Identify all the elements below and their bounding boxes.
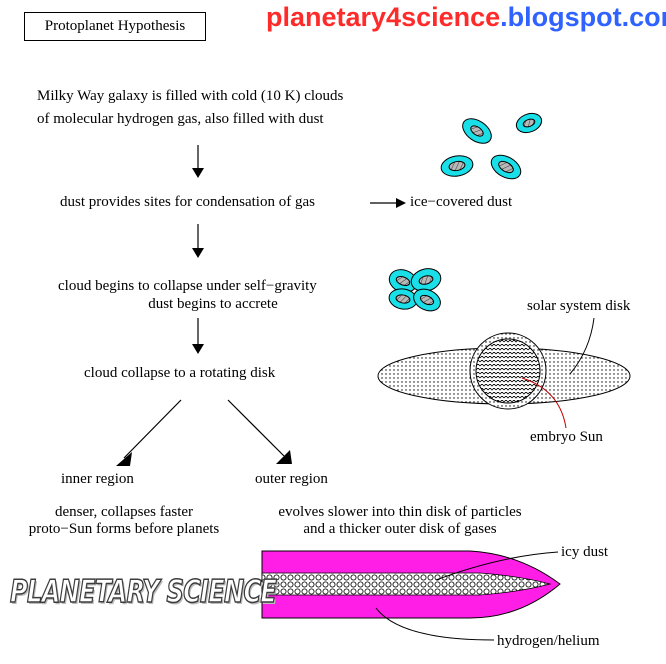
arrowhead-ice bbox=[396, 198, 406, 208]
leader-embryo-sun bbox=[521, 377, 567, 429]
label-hydrogen-helium: hydrogen/helium bbox=[497, 633, 600, 649]
step1-line2: of molecular hydrogen gas, also filled w… bbox=[37, 111, 324, 127]
arrowhead-outer bbox=[276, 450, 292, 464]
edge-on-disk-figure bbox=[261, 550, 561, 641]
arrowhead-step2 bbox=[192, 168, 204, 178]
flow-arrows bbox=[116, 145, 406, 466]
arrowhead-inner bbox=[116, 452, 132, 466]
embryo-sun bbox=[475, 338, 541, 404]
blog-url: planetary4science.blogspot.com bbox=[266, 0, 666, 34]
title-text: Protoplanet Hypothesis bbox=[44, 18, 186, 34]
label-icy-dust: icy dust bbox=[561, 544, 609, 560]
step4-text: cloud collapse to a rotating disk bbox=[84, 365, 276, 381]
label-embryo-sun: embryo Sun bbox=[530, 429, 603, 445]
accreting-dust-cluster bbox=[388, 268, 442, 312]
inner-region-line2: proto−Sun forms before planets bbox=[28, 521, 220, 537]
leader-hydrogen-helium bbox=[375, 607, 495, 641]
arrowhead-step3 bbox=[192, 248, 204, 258]
inner-region-line1: denser, collapses faster bbox=[54, 504, 194, 520]
blog-suffix: .blogspot.com bbox=[500, 2, 666, 32]
blog-name: planetary4science bbox=[266, 2, 501, 32]
leader-solar-system-disk bbox=[569, 317, 595, 375]
title-box: Protoplanet Hypothesis bbox=[24, 12, 206, 41]
arrow-to-outer bbox=[227, 399, 285, 457]
step2-result: ice−covered dust bbox=[410, 194, 513, 210]
inner-region-label: inner region bbox=[61, 471, 134, 487]
step3-line1: cloud begins to collapse under self−grav… bbox=[58, 278, 317, 294]
planetary-science-watermark: PLANETARY SCIENCE bbox=[9, 573, 277, 611]
label-solar-system-disk: solar system disk bbox=[527, 298, 631, 314]
step3-line2: dust begins to accrete bbox=[148, 296, 278, 312]
arrowhead-step4 bbox=[192, 344, 204, 354]
outer-region-line1: evolves slower into thin disk of particl… bbox=[278, 504, 522, 520]
outer-region-line2: and a thicker outer disk of gases bbox=[303, 521, 497, 537]
icy-dust-layer bbox=[261, 572, 552, 596]
step2-text: dust provides sites for condensation of … bbox=[60, 194, 315, 210]
solar-system-disk-figure bbox=[377, 317, 631, 429]
arrow-to-inner bbox=[123, 399, 182, 459]
leader-icy-dust bbox=[435, 551, 559, 581]
step1-line1: Milky Way galaxy is filled with cold (10… bbox=[37, 88, 344, 104]
outer-region-label: outer region bbox=[255, 471, 328, 487]
ice-dust-grains-scattered bbox=[440, 112, 543, 180]
